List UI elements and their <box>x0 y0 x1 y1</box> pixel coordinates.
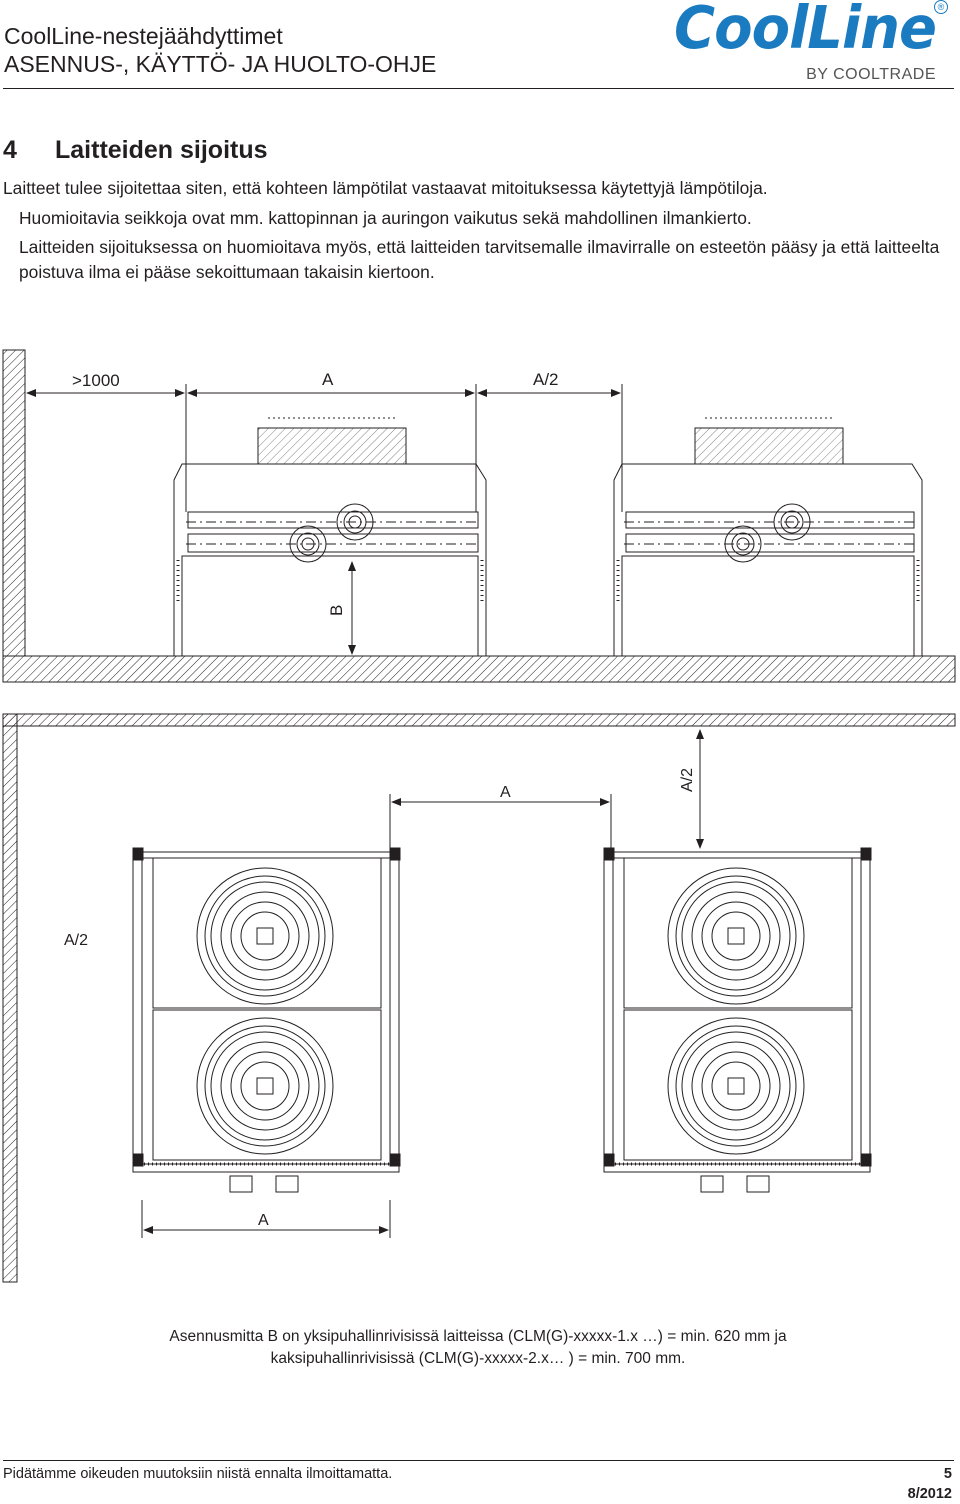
footer-date: 8/2012 <box>907 1486 952 1502</box>
top-view <box>2 713 956 1283</box>
footer-rule <box>3 1460 954 1461</box>
coolline-logo: CoolLine ® BY COOLTRADE <box>674 0 950 88</box>
registered-mark: ® <box>934 0 948 14</box>
installation-clearance-drawing: >1000 A A/2 B <box>2 349 956 1283</box>
paragraph-3: Laitteiden sijoituksessa on huomioitava … <box>19 237 940 282</box>
label-dim-wall: >1000 <box>72 371 120 390</box>
label-top-width: A <box>258 1212 269 1229</box>
label-top-between: A <box>500 784 511 801</box>
top-unit-right <box>603 847 872 1193</box>
side-unit-left <box>173 417 487 657</box>
logo-subtitle: BY COOLTRADE <box>806 66 936 83</box>
section-number: 4 <box>3 136 17 164</box>
top-unit-left <box>132 847 401 1193</box>
document-header-title: CoolLine-nestejäähdyttimet ASENNUS-, KÄY… <box>4 22 436 78</box>
logo-wordmark: CoolLine <box>674 0 937 63</box>
paragraph-2: Huomioitavia seikkoja ovat mm. kattopinn… <box>19 207 752 228</box>
section-title: Laitteiden sijoitus <box>55 136 268 164</box>
label-top-side: A/2 <box>64 932 88 949</box>
label-top-top: A/2 <box>679 768 696 792</box>
section-heading: 4 Laitteiden sijoitus <box>3 136 268 165</box>
footer-note: Pidätämme oikeuden muutoksiin niistä enn… <box>3 1466 393 1482</box>
label-dim-half: A/2 <box>533 370 559 389</box>
caption-line1: Asennusmitta B on yksipuhallinrivisissä … <box>169 1328 787 1345</box>
top-wall-hatch <box>2 713 956 727</box>
paragraph-1: Laitteet tulee sijoitettaa siten, että k… <box>3 178 768 198</box>
floor-hatch <box>2 655 956 683</box>
left-wall-hatch <box>2 713 18 1283</box>
header-title-line2: ASENNUS-, KÄYTTÖ- JA HUOLTO-OHJE <box>4 51 437 77</box>
section-body: Laitteet tulee sijoitettaa siten, että k… <box>3 176 958 284</box>
label-dim-height: B <box>327 605 346 616</box>
caption-line2: kaksipuhallinrivisissä (CLM(G)-xxxxx-2.x… <box>270 1350 686 1367</box>
side-view <box>2 349 956 683</box>
header-rule <box>3 88 954 89</box>
wall-hatch <box>2 349 26 657</box>
side-unit-right <box>613 417 923 657</box>
page-number: 5 <box>943 1466 952 1482</box>
header-title-line1: CoolLine-nestejäähdyttimet <box>4 23 283 49</box>
label-dim-between: A <box>322 370 334 389</box>
drawing-caption: Asennusmitta B on yksipuhallinrivisissä … <box>60 1326 896 1370</box>
